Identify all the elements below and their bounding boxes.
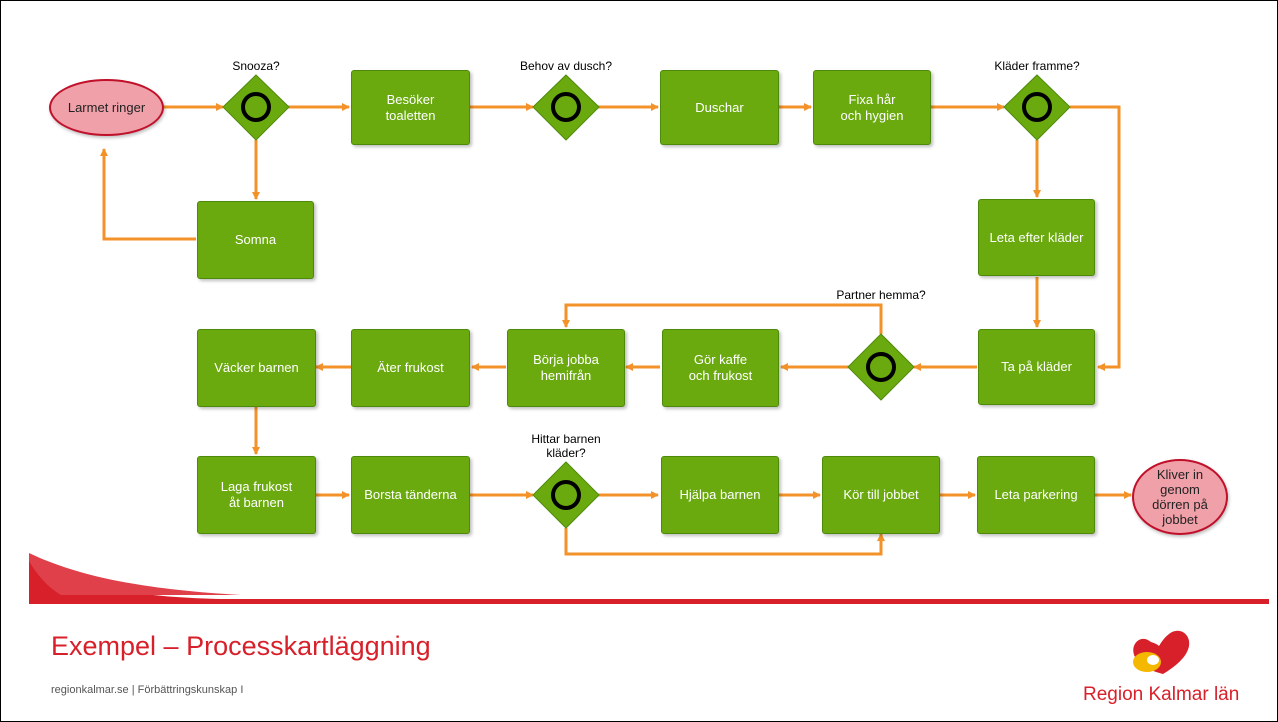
gateway-circle [551,92,581,122]
logo-text: Region Kalmar län [1083,684,1240,705]
region-logo-heart-icon [1133,630,1190,674]
decision-diamond [532,461,600,529]
start-event: Larmet ringer [49,79,164,136]
arrow [562,303,883,334]
decision-diamond [1003,74,1071,141]
decision-label-dusch: Behov av dusch? [519,59,613,73]
red-swoosh-top [29,553,241,595]
step-vacker-barnen: Väcker barnen [197,329,316,407]
decision-diamond [222,74,290,141]
end-event: Kliver in genom dörren på jobbet [1132,459,1228,535]
step-besoker-toaletten: Besöker toaletten [351,70,470,145]
gateway-circle [1022,92,1052,122]
step-leta-parkering: Leta parkering [977,456,1095,534]
step-ater-frukost: Äter frukost [351,329,470,407]
step-laga-frukost: Laga frukost åt barnen [197,456,316,534]
gateway-circle [551,480,581,510]
gateway-circle [866,352,896,382]
red-swoosh [29,556,1269,604]
step-hjalpa-barnen: Hjälpa barnen [661,456,779,534]
arrow [1070,105,1121,371]
decision-label-partner: Partner hemma? [836,288,926,302]
step-ta-pa-klader: Ta på kläder [978,329,1095,405]
slide-title: Exempel – Processkartläggning [51,631,431,661]
decision-label-klader: Kläder framme? [994,59,1080,73]
step-gor-kaffe: Gör kaffe och frukost [662,329,779,407]
step-leta-klader: Leta efter kläder [978,199,1095,276]
step-borja-jobba: Börja jobba hemifrån [507,329,625,407]
footer-subtitle: regionkalmar.se | Förbättringskunskap I [51,684,244,696]
step-kor-till-jobbet: Kör till jobbet [822,456,940,534]
gateway-circle [241,92,271,122]
step-somna: Somna [197,201,314,279]
decision-diamond [532,74,600,141]
arrow [564,528,885,556]
arrow [100,148,196,241]
step-fixa-har: Fixa hår och hygien [813,70,931,145]
decision-label-snooza: Snooza? [232,59,280,73]
decision-diamond [847,333,915,401]
step-duschar: Duschar [660,70,779,145]
decision-label-barn-klader: Hittar barnen kläder? [531,432,601,460]
step-borsta-tanderna: Borsta tänderna [351,456,470,534]
